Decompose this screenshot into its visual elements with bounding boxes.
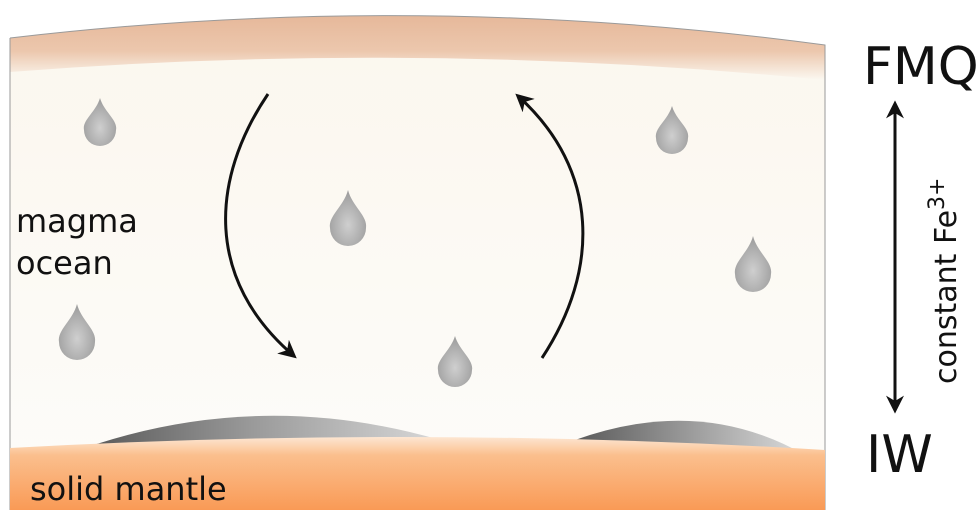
magma-ocean-label-line1: magma [16,202,138,240]
solid-mantle-label: solid mantle [30,470,227,508]
constant-fe-text: constant Fe [929,210,964,384]
constant-fe-label: constant Fe3+ [925,178,964,384]
magma-ocean-label-line2: ocean [16,244,113,282]
fe-charge-superscript: 3+ [925,178,950,210]
iw-buffer-label: IW [866,425,933,485]
fmq-buffer-label: FMQ [863,37,979,97]
